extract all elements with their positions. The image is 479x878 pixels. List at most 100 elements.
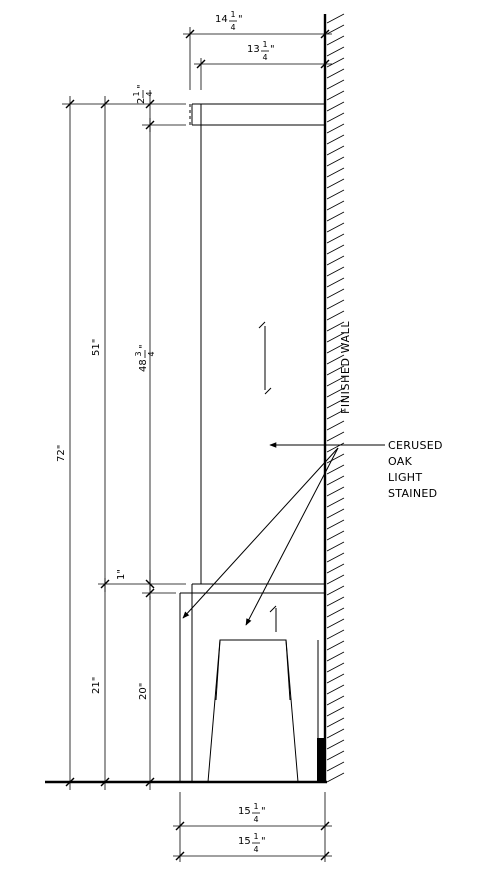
material-note-line-2: OAK — [388, 455, 413, 468]
dim-den: 4 — [262, 53, 267, 62]
wall-hatch-line — [326, 101, 345, 112]
wall-hatch-line — [326, 233, 345, 244]
wall-hatch-line — [326, 376, 345, 387]
wall-hatch-line — [326, 695, 345, 706]
dim-den: 4 — [253, 845, 258, 854]
dim-lower-height: 21" — [91, 578, 110, 790]
wall-hatch-line — [326, 497, 345, 508]
wall-hatch-line — [326, 475, 345, 486]
wall-hatch-line — [326, 24, 345, 35]
wall-hatch-line — [326, 651, 345, 662]
wall-hatch-line — [326, 277, 345, 288]
wall-hatch-line — [326, 409, 345, 420]
dim-lower-panel-height: 20" — [138, 596, 155, 790]
wall-hatch-line — [326, 365, 345, 376]
lower-grain-tick — [269, 605, 277, 613]
tick — [100, 777, 110, 787]
material-leaders — [182, 442, 385, 626]
dim-num: 1 — [253, 802, 258, 811]
wall-hatch-line — [326, 585, 345, 596]
upper-cabinet — [189, 103, 325, 584]
wall-hatch-line — [326, 244, 345, 255]
leader-to-lower — [245, 447, 339, 626]
wall-hatch-line — [326, 629, 345, 640]
dim-unit: " — [261, 836, 266, 847]
dim-label-group: 48 3 4 " — [134, 344, 156, 372]
dim-value: 1" — [116, 569, 127, 580]
wall-hatch-line — [326, 354, 345, 365]
wall-hatch-line — [326, 123, 345, 134]
dim-whole: 13 — [247, 44, 260, 55]
tick — [320, 29, 330, 39]
wall-hatch-line — [326, 112, 345, 123]
tick — [175, 851, 185, 861]
wall-hatch-line — [326, 618, 345, 629]
material-note-line-4: STAINED — [388, 487, 437, 500]
wall-hatch-line — [326, 332, 345, 343]
wall-hatch-line — [326, 35, 345, 46]
wall-hatch-line — [326, 167, 345, 178]
dim-whole: 48 — [138, 359, 149, 372]
dim-upper-height: 51" — [91, 96, 110, 592]
finished-wall — [323, 13, 345, 783]
wall-hatch-line — [326, 453, 345, 464]
dim-unit: " — [138, 344, 149, 349]
dim-whole: 2 — [136, 98, 147, 104]
dim-num: 3 — [134, 351, 143, 356]
wall-hatch-line — [326, 717, 345, 728]
tick — [65, 99, 75, 109]
wall-hatch-line — [326, 541, 345, 552]
grain-tick-top — [258, 321, 266, 329]
dim-num: 1 — [262, 40, 267, 49]
wall-hatch-line — [326, 662, 345, 673]
tick — [100, 99, 110, 109]
counter — [180, 583, 325, 594]
dim-value: 72" — [56, 445, 67, 462]
wall-label: FINISHED WALL — [339, 321, 352, 414]
dim-unit: " — [270, 44, 275, 55]
wall-hatch-line — [326, 266, 345, 277]
wall-hatch-line — [326, 387, 345, 398]
wall-hatch-line — [326, 79, 345, 90]
bin-right-edge — [285, 639, 291, 701]
wall-hatch-line — [326, 211, 345, 222]
tick — [145, 777, 155, 787]
wall-hatch-line — [326, 178, 345, 189]
tick — [65, 777, 75, 787]
wall-hatch-line — [326, 530, 345, 541]
lower-cabinet — [179, 593, 325, 783]
wall-hatch-line — [326, 750, 345, 761]
dim-whole: 15 — [238, 836, 251, 847]
tick — [320, 821, 330, 831]
wall-hatch-line — [326, 398, 345, 409]
dim-whole: 15 — [238, 806, 251, 817]
dim-unit: " — [238, 14, 243, 25]
wall-hatch-line — [326, 684, 345, 695]
wall-hatch-line — [326, 706, 345, 717]
wall-hatch-line — [326, 607, 345, 618]
dim-bottom-width-2: 15 1 4 " — [173, 832, 332, 861]
dim-unit: " — [261, 806, 266, 817]
wall-hatch-line — [326, 299, 345, 310]
dim-whole: 14 — [215, 14, 228, 25]
wall-hatch-line — [326, 673, 345, 684]
bin-outline — [207, 639, 299, 783]
wall-hatch-line — [326, 431, 345, 442]
tick — [185, 29, 195, 39]
wall-hatch-line — [326, 761, 345, 772]
dim-value: 51" — [91, 339, 102, 356]
wall-hatch-line — [326, 508, 345, 519]
wall-hatch — [326, 13, 345, 783]
dim-den: 4 — [147, 351, 156, 356]
dim-overall-height: 72" — [56, 96, 75, 790]
wall-hatch-line — [326, 640, 345, 651]
wall-hatch-line — [326, 222, 345, 233]
dim-top-outer: 14 1 4 " — [183, 10, 332, 90]
grain-tick-bottom — [264, 387, 272, 395]
wall-hatch-line — [326, 486, 345, 497]
wall-hatch-line — [326, 519, 345, 530]
material-note-line-3: LIGHT — [388, 471, 422, 484]
dim-den: 4 — [253, 815, 258, 824]
dim-upper-panel-height: 48 3 4 " — [134, 118, 156, 590]
tick — [196, 59, 206, 69]
